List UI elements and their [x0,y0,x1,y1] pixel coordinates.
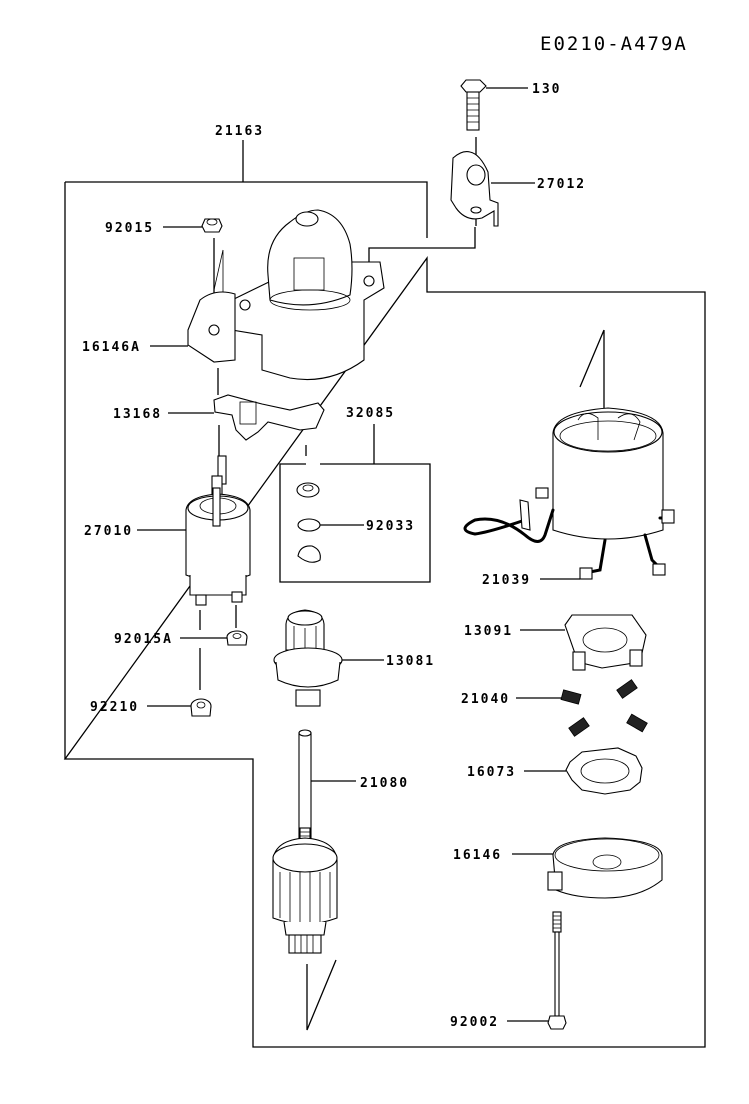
diagram-code: E0210-A479A [540,33,688,55]
assembly-box-32085 [279,424,431,583]
part-32085-seal-kit [296,482,364,563]
label-21039: 21039 [482,573,531,588]
part-21040-springs [516,679,648,737]
label-13168: 13168 [113,407,162,422]
label-21040: 21040 [461,692,510,707]
label-21080: 21080 [360,776,409,791]
part-27010-solenoid [137,455,251,690]
part-92002-through-bolt [507,911,567,1030]
label-92002: 92002 [450,1015,499,1030]
label-92210: 92210 [90,700,139,715]
label-21163: 21163 [215,124,264,139]
label-32085: 32085 [346,406,395,421]
label-27012: 27012 [537,177,586,192]
part-21080-armature [272,729,356,1031]
part-16146A-housing [150,209,385,395]
label-13091: 13091 [464,624,513,639]
label-92015: 92015 [105,221,154,236]
part-92015-nut [163,218,224,327]
label-92033: 92033 [366,519,415,534]
part-13168-lever [168,394,325,456]
part-92015A-nut [180,630,248,646]
part-labels: 130 27012 21163 92015 16146A 13168 32085… [82,82,586,1030]
label-13081: 13081 [386,654,435,669]
label-16073: 16073 [467,765,516,780]
assembly-bracket-21163 [63,140,706,1048]
part-13081-pinion [273,609,384,707]
part-21039-yoke [463,329,675,580]
label-27010: 27010 [84,524,133,539]
part-92210-nut [147,698,212,717]
label-16146: 16146 [453,848,502,863]
part-16146-rear-cover [512,837,663,899]
label-92015A: 92015A [114,632,173,647]
part-13091-brush-holder [520,614,647,671]
part-27012-bracket [450,151,535,227]
label-130: 130 [532,82,561,97]
label-16146A: 16146A [82,340,141,355]
part-16073-plate [524,747,643,795]
